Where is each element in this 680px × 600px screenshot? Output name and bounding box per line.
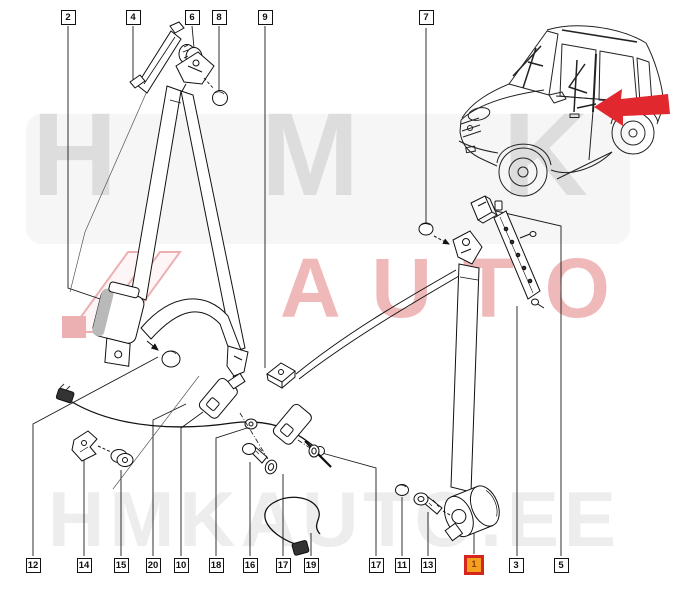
callout-16[interactable]: 16: [242, 558, 258, 573]
callout-3[interactable]: 3: [508, 558, 524, 573]
watermark-brand-bottom: HMKAUTO.EE: [48, 475, 621, 563]
callout-17[interactable]: 17: [275, 558, 291, 573]
retractor-right: [443, 485, 500, 542]
nut-part18: [244, 418, 258, 430]
callout-2[interactable]: 2: [60, 10, 76, 25]
buckle-second: [272, 403, 312, 445]
washer-part17a: [264, 459, 278, 475]
leader-lines: [32, 25, 562, 556]
upper-anchor: [452, 230, 483, 265]
bolt-part13: [413, 492, 443, 515]
vehicle-illustration: [458, 25, 670, 197]
height-adjuster-rail: [129, 21, 185, 94]
lap-belt-edge1: [295, 269, 457, 375]
cap-part8: [212, 90, 228, 106]
hardware-cluster: [55, 372, 332, 556]
sill-bracket: [266, 362, 296, 389]
callout-5[interactable]: 5: [553, 558, 569, 573]
callout-18[interactable]: 18: [208, 558, 224, 573]
watermark-band: [26, 114, 630, 244]
pretensioner-connector: [55, 383, 75, 404]
cap-part7: [418, 222, 434, 236]
callout-12[interactable]: 12: [25, 558, 41, 573]
lap-belt-edge2: [298, 275, 460, 380]
front-left-seatbelt-assembly: [92, 21, 296, 390]
callout-20[interactable]: 20: [145, 558, 161, 573]
guide-clip: [470, 195, 499, 224]
callout-11[interactable]: 11: [394, 558, 410, 573]
retractor-left: [92, 281, 145, 367]
frame-lines: [69, 56, 200, 490]
callout-7[interactable]: 7: [418, 10, 434, 25]
callout-8[interactable]: 8: [211, 10, 227, 25]
nut-part15: [110, 449, 134, 467]
callout-17[interactable]: 17: [368, 558, 384, 573]
clip-part14: [71, 430, 98, 462]
callout-1-highlighted[interactable]: 1: [464, 555, 484, 575]
callout-19[interactable]: 19: [303, 558, 319, 573]
callout-15[interactable]: 15: [113, 558, 129, 573]
callout-10[interactable]: 10: [173, 558, 189, 573]
shoulder-belt: [130, 85, 246, 353]
red-arrow-indicator: [594, 89, 670, 126]
callout-14[interactable]: 14: [76, 558, 92, 573]
callout-6[interactable]: 6: [184, 10, 200, 25]
callout-13[interactable]: 13: [420, 558, 436, 573]
callout-4[interactable]: 4: [125, 10, 141, 25]
callout-9[interactable]: 9: [257, 10, 273, 25]
sensor-cable: [264, 496, 321, 556]
cap-part12: [161, 350, 181, 368]
belt-sketch-on-car: [512, 45, 597, 113]
washer-part17b: [308, 444, 320, 458]
buckle-part10: [198, 372, 246, 419]
front-right-seatbelt-assembly: [295, 195, 545, 542]
pillar-guide-rail: [493, 200, 545, 309]
cap-part11: [395, 484, 409, 496]
